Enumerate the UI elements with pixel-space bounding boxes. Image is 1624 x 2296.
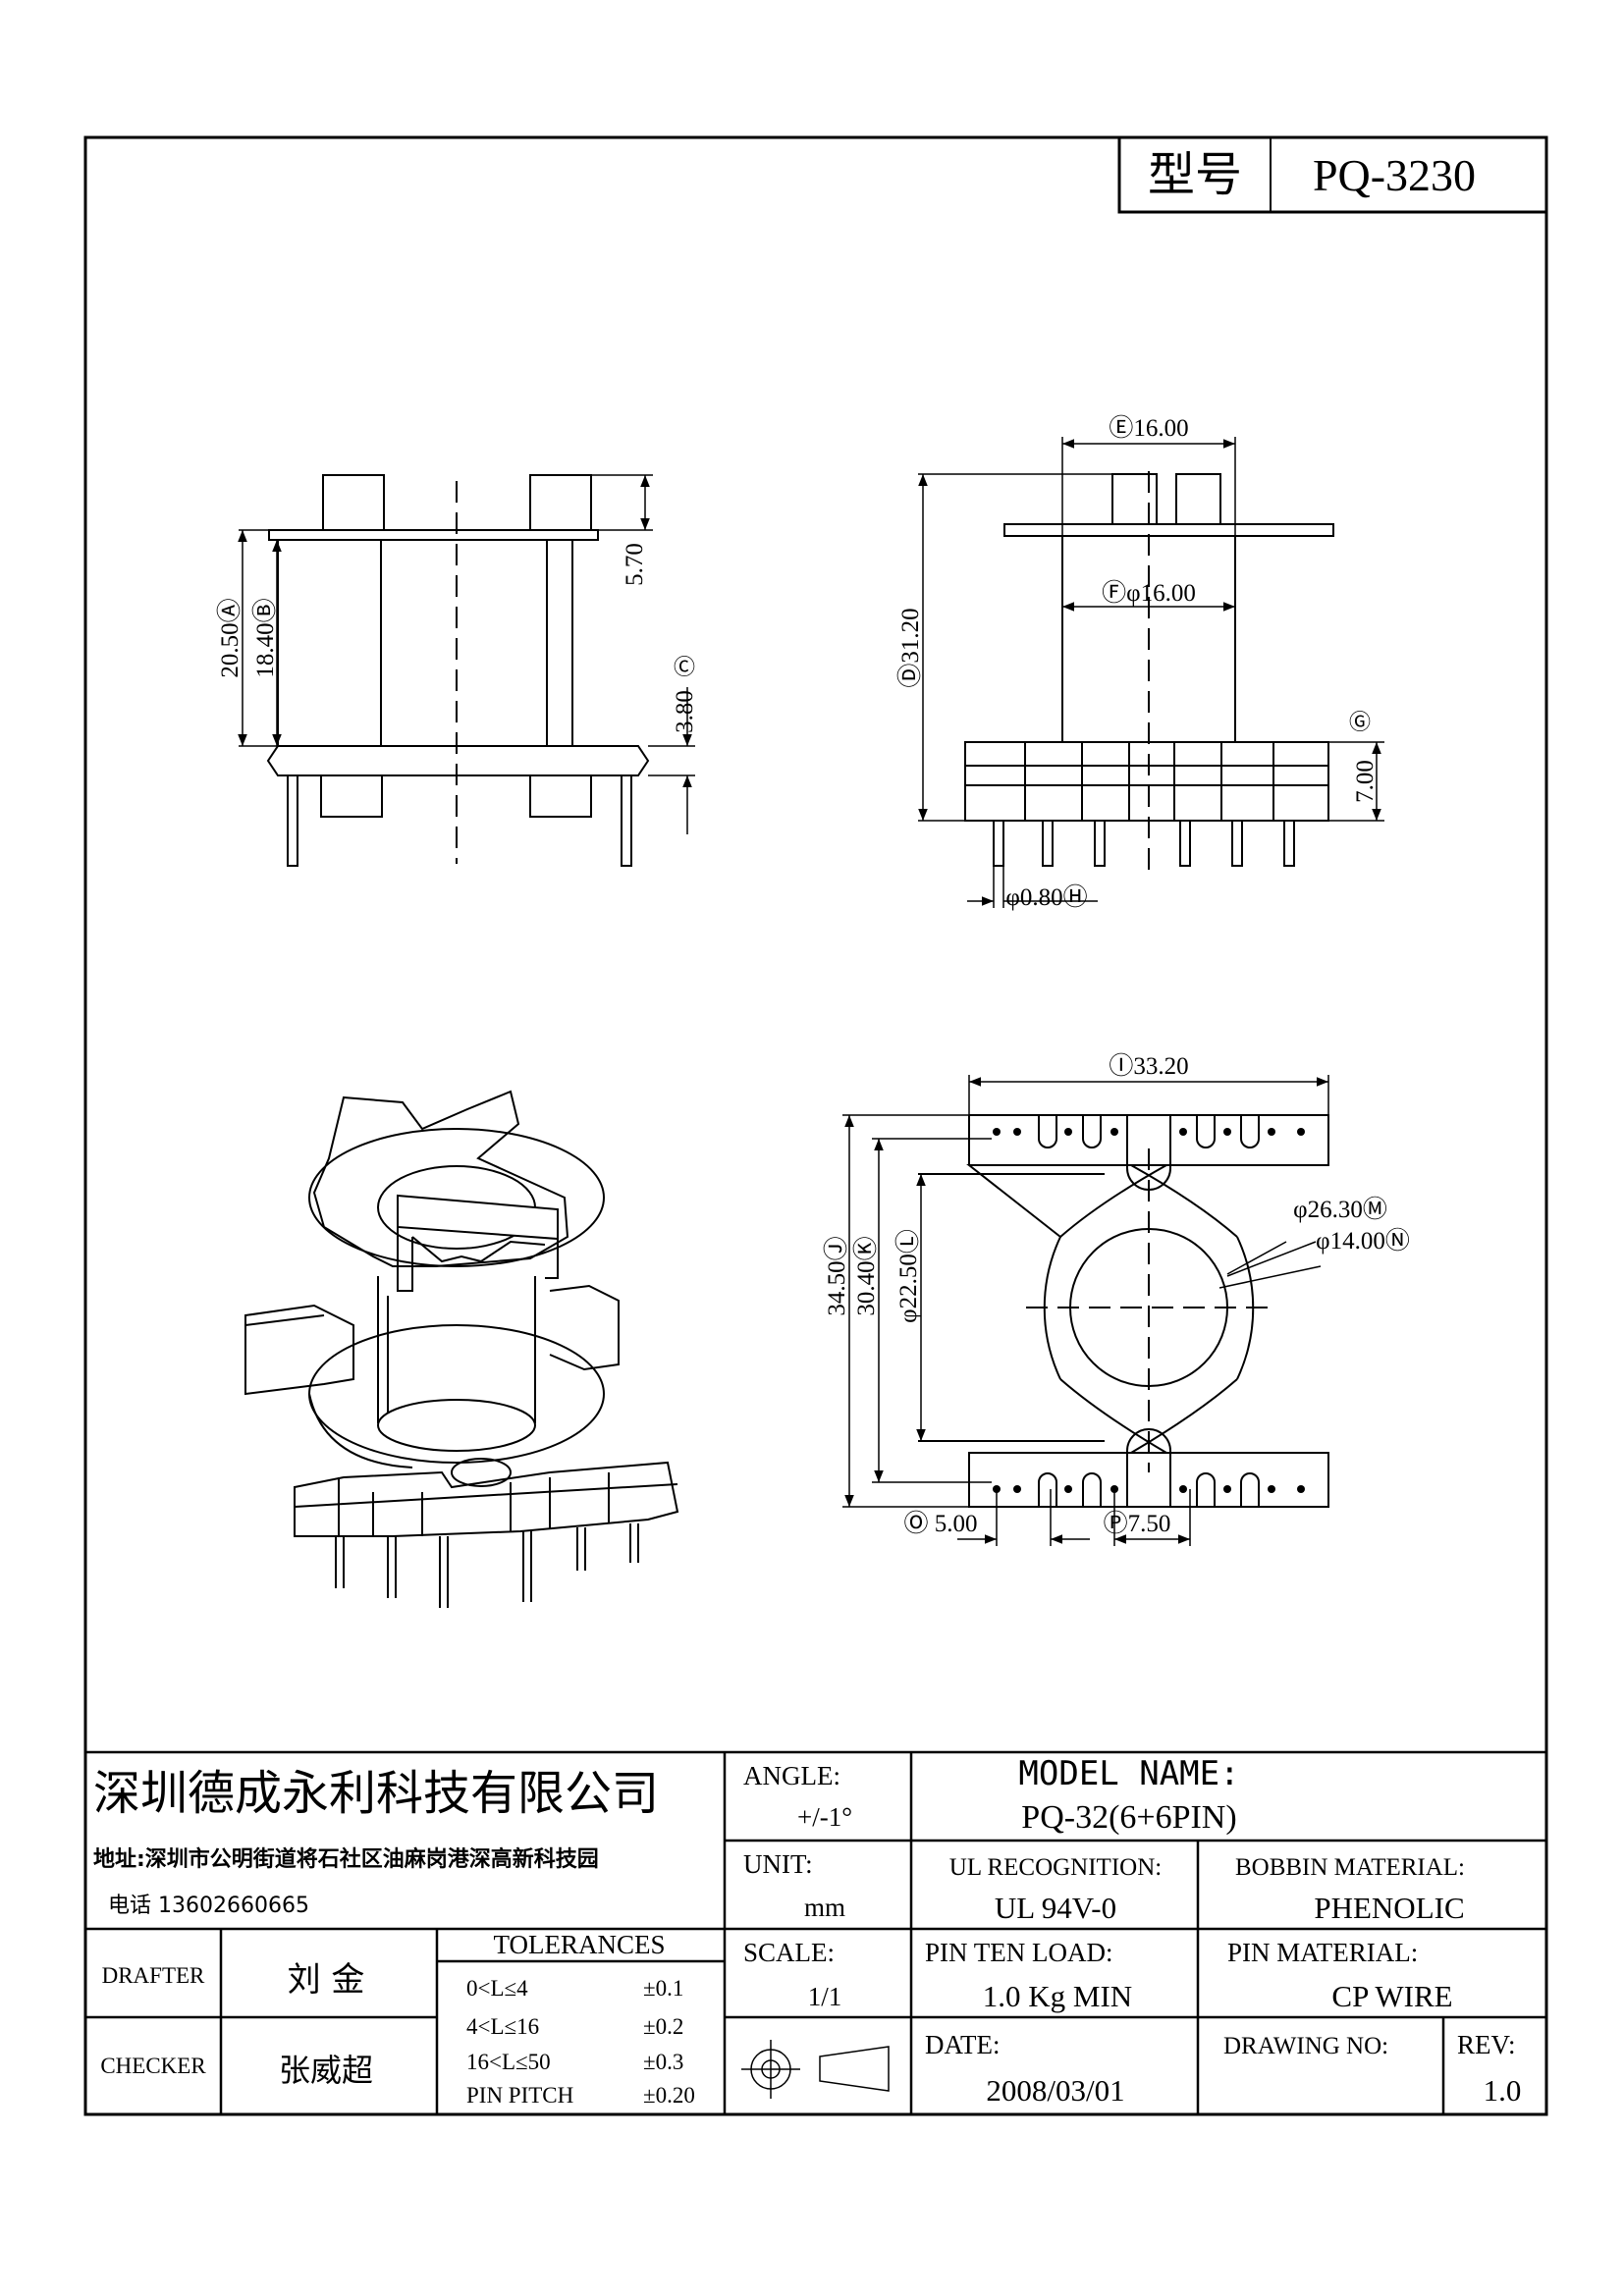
dim-n: φ14.00Ⓝ: [1316, 1227, 1410, 1255]
company-phone: 电话 13602660665: [108, 1894, 309, 1918]
checker-name: 张威超: [279, 2052, 373, 2089]
company-address: 地址:深圳市公明街道将石社区油麻岗港深高新科技园: [93, 1846, 599, 1872]
model-box-label: 型号: [1148, 147, 1242, 202]
dim-g: Ⓖ: [1349, 710, 1371, 734]
pin-load-label: PIN TEN LOAD:: [925, 1938, 1113, 1967]
dim-g-value: 7.00: [1352, 760, 1379, 803]
side-view: [964, 471, 1334, 874]
angle-value: +/-1°: [797, 1802, 852, 1832]
drafter-name: 刘 金: [288, 1960, 365, 2000]
tolerance-range-3: 16<L≤50: [466, 2050, 551, 2074]
company-name: 深圳德成永利科技有限公司: [93, 1766, 659, 1821]
dim-l: φ22.50Ⓛ: [894, 1229, 922, 1323]
ul-value: UL 94V-0: [995, 1891, 1116, 1925]
drafter-label: DRAFTER: [102, 1963, 205, 1988]
scale-label: SCALE:: [743, 1938, 835, 1967]
pin-holes: [993, 1128, 1305, 1493]
tolerance-range-1: 0<L≤4: [466, 1976, 528, 2001]
dim-p: Ⓟ7.50: [1104, 1510, 1171, 1537]
dim-h: φ0.80Ⓗ: [1005, 883, 1087, 911]
bobbin-material-label: BOBBIN MATERIAL:: [1235, 1854, 1465, 1881]
pin-load-value: 1.0 Kg MIN: [983, 1979, 1132, 2013]
tolerance-range-4: PIN PITCH: [466, 2083, 573, 2108]
tolerance-value-1: ±0.1: [643, 1976, 683, 2001]
rev-value: 1.0: [1484, 2073, 1522, 2108]
rev-label: REV:: [1457, 2030, 1516, 2059]
unit-value: mm: [804, 1893, 845, 1922]
dim-e: Ⓔ16.00: [1109, 414, 1188, 442]
dim-c-value: 3.80: [672, 690, 698, 733]
dim-o: Ⓞ 5.00: [903, 1510, 977, 1537]
drawing-no-label: DRAWING NO:: [1223, 2033, 1388, 2059]
title-block: [85, 1750, 1546, 2114]
date-value: 2008/03/01: [986, 2073, 1124, 2108]
pin-material-value: CP WIRE: [1331, 1979, 1452, 2013]
angle-label: ANGLE:: [743, 1761, 840, 1790]
sheet-border: [83, 135, 1548, 2116]
dim-c: Ⓒ: [674, 655, 695, 679]
scale-value: 1/1: [808, 1982, 842, 2011]
side-dimensions: [918, 437, 1384, 908]
dim-top-height: 5.70: [622, 543, 648, 586]
tolerance-value-3: ±0.3: [643, 2050, 683, 2074]
tolerances-label: TOLERANCES: [493, 1930, 665, 1959]
dim-i: Ⓘ33.20: [1109, 1052, 1188, 1080]
front-dimensions: [238, 474, 695, 834]
unit-label: UNIT:: [743, 1849, 813, 1879]
model-box: 型号 PQ-3230: [1117, 135, 1548, 214]
dim-b: 18.40Ⓑ: [251, 598, 279, 677]
model-name-label: MODEL NAME:: [1018, 1754, 1239, 1793]
dim-m: φ26.30Ⓜ: [1293, 1196, 1387, 1223]
tolerance-value-2: ±0.2: [643, 2014, 683, 2039]
projection-symbol: [741, 2040, 890, 2099]
bobbin-material-value: PHENOLIC: [1314, 1891, 1464, 1925]
pin-material-label: PIN MATERIAL:: [1227, 1938, 1418, 1967]
tolerance-value-4: ±0.20: [643, 2083, 695, 2108]
model-name-value: PQ-32(6+6PIN): [1021, 1799, 1236, 1836]
checker-label: CHECKER: [100, 2054, 206, 2078]
ul-label: UL RECOGNITION:: [949, 1854, 1162, 1881]
date-label: DATE:: [925, 2030, 1001, 2059]
bottom-dimensions: [842, 1075, 1329, 1546]
dim-j: 34.50Ⓙ: [823, 1236, 850, 1315]
dim-f: Ⓕφ16.00: [1102, 579, 1196, 607]
bottom-view: [918, 1114, 1329, 1508]
dim-k: 30.40Ⓚ: [852, 1236, 880, 1315]
model-box-value: PQ-3230: [1313, 150, 1476, 200]
tolerance-range-2: 4<L≤16: [466, 2014, 539, 2039]
front-view: [266, 474, 650, 867]
isometric-view: [244, 1090, 679, 1608]
dim-a: 20.50Ⓐ: [216, 598, 244, 677]
dim-d: Ⓓ31.20: [896, 608, 924, 687]
